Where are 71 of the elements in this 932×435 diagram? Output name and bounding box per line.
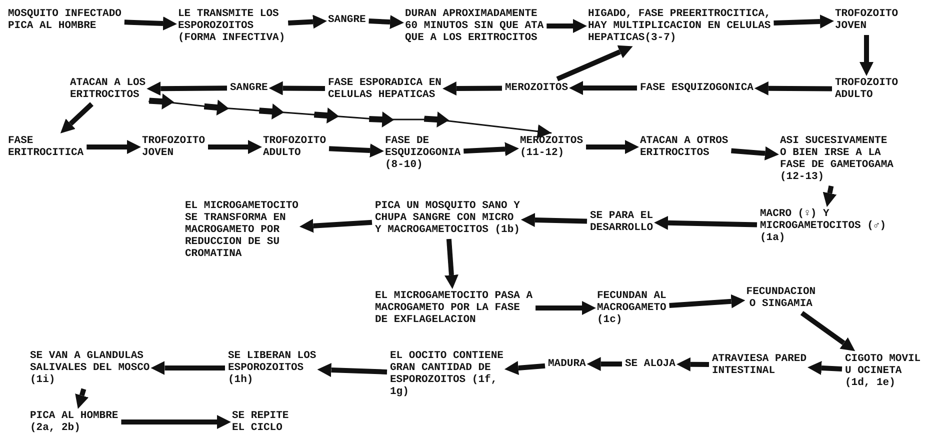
step-text: SANGRE xyxy=(328,14,374,26)
arrow xyxy=(464,142,519,156)
step-text: SE LIBERAN LOS ESPOROZOITOS (1h) xyxy=(228,350,332,386)
arrow xyxy=(546,19,587,33)
step-text: ATACAN A OTROS ERITROCITOS xyxy=(640,135,738,159)
step-text: PICA AL HOMBRE (2a, 2b) xyxy=(30,410,128,434)
arrow xyxy=(822,186,837,207)
step-text: SE PARA EL DESARROLLO xyxy=(590,210,675,234)
arrow xyxy=(146,82,228,96)
arrow xyxy=(569,81,637,95)
arrow xyxy=(774,14,834,28)
arrow xyxy=(556,45,633,82)
step-text: CIGOTO MOVIL U OCINETA (1d, 1e) xyxy=(845,353,930,389)
step-text: ATACAN A LOS ERITROCITOS xyxy=(70,77,155,101)
arrow xyxy=(504,361,546,376)
arrow xyxy=(444,238,458,289)
step-text: EL OOCITO CONTIENE GRAN CANTIDAD DE ESPOROZOITOS (1f, 1g) xyxy=(390,350,506,398)
arrow xyxy=(328,144,384,158)
arrow xyxy=(288,14,327,29)
arrow xyxy=(60,102,94,134)
arrow xyxy=(442,82,502,96)
step-text: TROFOZOITO ADULTO xyxy=(263,135,335,159)
arrow xyxy=(586,140,639,154)
step-text: ATRAVIESA PARED INTESTINAL xyxy=(712,353,816,377)
arrow xyxy=(208,140,262,154)
arrow xyxy=(800,310,856,352)
step-text: EL MICROGAMETOCITO SE TRANSFORMA EN MACROGAMETO POR REDUCCION DE SU CROMATINA xyxy=(185,200,308,260)
step-text: MACRO (♀) Y MICROGAMETOCITOS (♂) (1a) xyxy=(760,208,902,244)
step-text: FECUNDACION O SINGAMIA xyxy=(745,286,817,310)
step-text: MADURA xyxy=(548,358,588,370)
arrow xyxy=(124,16,177,31)
step-text: SE ALOJA xyxy=(625,358,678,370)
arrow xyxy=(121,415,231,429)
arrow xyxy=(520,213,588,227)
arrow xyxy=(317,363,388,378)
arrow xyxy=(676,357,710,372)
step-text: LE TRANSMITE LOS ESPOROZOITOS (FORMA INFECTIVA) xyxy=(178,8,288,44)
arrow xyxy=(86,140,141,154)
step-text: MEROZOITOS (11-12) xyxy=(520,135,586,159)
arrow xyxy=(860,35,874,76)
step-text: SE VAN A GLANDULAS SALIVALES DEL MOSCO (1i) xyxy=(30,350,153,386)
step-text: TROFOZOITO JOVEN xyxy=(142,135,214,159)
step-text: TROFOZOITO JOVEN xyxy=(835,8,907,32)
step-text: TROFOZOITO ADULTO xyxy=(835,77,907,101)
step-text: FECUNDAN AL MACROGAMETO (1c) xyxy=(597,290,676,326)
arrow xyxy=(754,81,832,96)
step-text: MEROZOITOS xyxy=(505,82,577,94)
step-text: SANGRE xyxy=(230,82,276,94)
arrow xyxy=(808,361,842,376)
arrow xyxy=(368,15,404,30)
arrow xyxy=(299,218,372,233)
arrow xyxy=(654,216,758,230)
step-text: FASE ERITROCITICA xyxy=(8,135,86,159)
arrow xyxy=(148,94,552,138)
step-text: ASI SUCESIVAMENTE O BIEN IRSE A LA FASE DE GAMETOGAMA (12-13) xyxy=(780,135,896,183)
step-text: PICA UN MOSQUITO SANO Y CHUPA SANGRE CON MICRO Y MACROGAMETOCITOS (1b) xyxy=(375,200,524,236)
step-text: DURAN APROXIMADAMENTE 60 MINUTOS SIN QUE ATA QUE A LOS ERITROCITOS xyxy=(405,8,547,44)
arrow xyxy=(731,146,779,160)
arrow xyxy=(75,388,89,409)
step-text: SE REPITE EL CICLO xyxy=(232,410,298,434)
step-text: FASE DE ESQUIZOGONIA (8-10) xyxy=(385,135,464,171)
step-text: FASE ESPORADICA EN CELULAS HEPATICAS xyxy=(328,77,451,101)
arrow xyxy=(536,301,596,315)
arrow xyxy=(150,361,225,375)
arrow xyxy=(586,357,622,371)
step-text: HIGADO, FASE PREERITROCITICA, HAY MULTIPLICACION EN CELULAS HEPATICAS(3-7) xyxy=(588,8,774,44)
step-text: MOSQUITO INFECTADO PICA AL HOMBRE xyxy=(8,8,131,32)
step-text: FASE ESQUIZOGONICA xyxy=(640,82,763,94)
arrow xyxy=(669,294,746,308)
arrow xyxy=(268,81,326,96)
step-text: EL MICROGAMETOCITO PASA A MACROGAMETO POR LA FASE DE EXFLAGELACION xyxy=(375,290,536,326)
